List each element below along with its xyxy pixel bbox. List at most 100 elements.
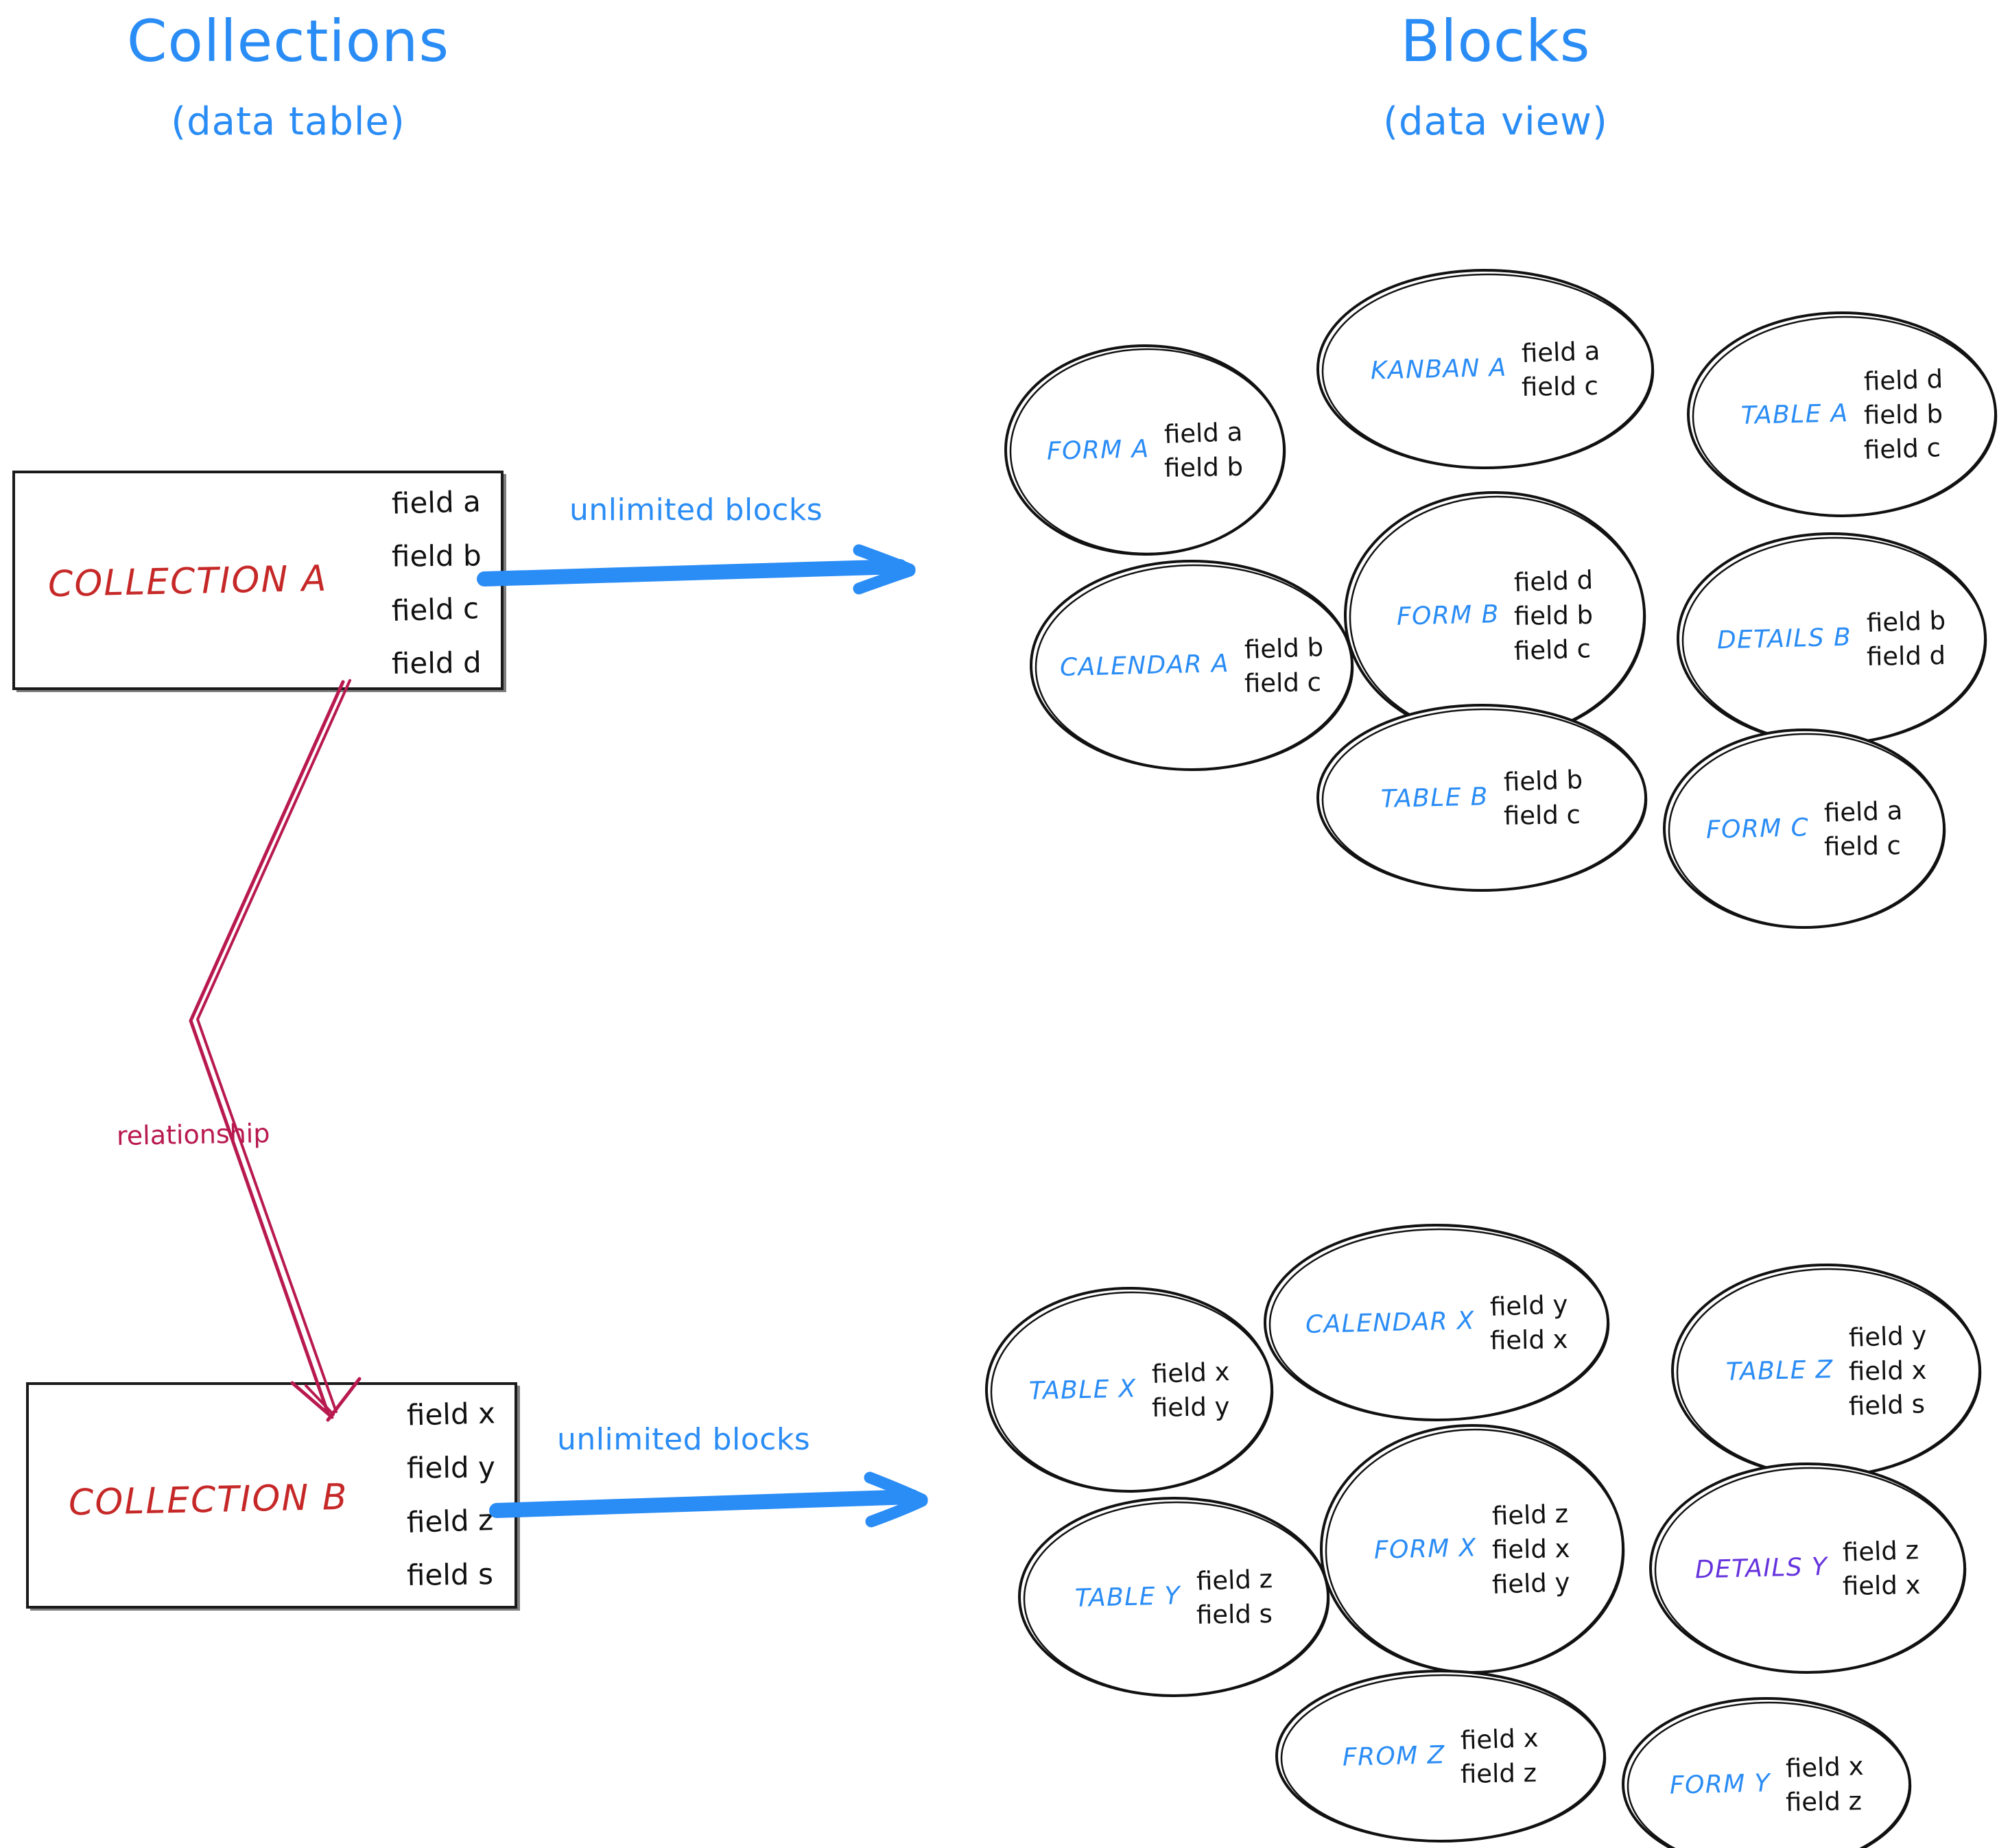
- collection-b-field: field s: [406, 1557, 494, 1593]
- block-details-b[interactable]: DETAILS B field b field d: [1674, 530, 1989, 748]
- block-details-b-field-list: field b field d: [1866, 600, 1947, 678]
- block-table-z[interactable]: TABLE Z field y field x field s: [1668, 1261, 1984, 1480]
- block-form-c-label: FORM C: [1705, 813, 1810, 844]
- block-field: field x: [1785, 1751, 1864, 1784]
- block-field: field z: [1460, 1757, 1537, 1789]
- block-field: field b: [1866, 605, 1947, 638]
- arrow-top-label: unlimited blocks: [569, 493, 823, 528]
- ellipse-outline: [1316, 704, 1648, 892]
- block-field: field a: [1521, 335, 1601, 368]
- ellipse-outline: [1275, 1670, 1607, 1843]
- collection-b-name: COLLECTION B: [68, 1476, 349, 1524]
- ellipse-outline: [1687, 311, 1998, 517]
- collection-a-field: field b: [392, 538, 482, 573]
- block-field: field x: [1150, 1356, 1230, 1389]
- ellipse-outline: [1018, 1497, 1330, 1697]
- block-form-y[interactable]: FORM Y field x field z: [1619, 1694, 1914, 1848]
- block-table-b-label: TABLE B: [1380, 782, 1489, 814]
- block-from-z-label: FROM Z: [1342, 1740, 1446, 1772]
- block-kanban-a-field-list: field a field c: [1521, 331, 1601, 408]
- block-field: field b: [1513, 600, 1594, 631]
- block-field: field b: [1244, 632, 1324, 665]
- block-form-y-field-list: field x field z: [1785, 1746, 1864, 1823]
- block-table-z-label: TABLE Z: [1725, 1355, 1834, 1386]
- block-field: field d: [1863, 364, 1943, 396]
- block-field: field z: [1491, 1498, 1569, 1531]
- block-field: field x: [1489, 1324, 1568, 1355]
- block-field: field c: [1823, 830, 1902, 862]
- block-details-y[interactable]: DETAILS Y field z field x: [1646, 1460, 1969, 1677]
- block-table-y[interactable]: TABLE Y field z field s: [1015, 1494, 1332, 1700]
- block-field: field b: [1503, 764, 1583, 797]
- collection-b-field: field y: [406, 1450, 496, 1485]
- block-form-x[interactable]: FORM X field z field x field y: [1317, 1421, 1627, 1677]
- block-field: field z: [1842, 1535, 1919, 1567]
- block-field: field s: [1847, 1388, 1926, 1421]
- block-calendar-a[interactable]: CALENDAR A field b field c: [1027, 557, 1356, 774]
- ellipse-outline: [1649, 1462, 1967, 1674]
- collection-a-box[interactable]: COLLECTION A field a field b field c fie…: [12, 471, 504, 690]
- block-field: field y: [1847, 1320, 1927, 1353]
- block-from-z-field-list: field x field z: [1460, 1718, 1539, 1795]
- block-field: field x: [1842, 1569, 1921, 1601]
- block-field: field a: [1823, 795, 1903, 828]
- block-table-b[interactable]: TABLE B field b field c: [1314, 701, 1650, 895]
- block-form-a-label: FORM A: [1046, 434, 1150, 466]
- unlimited-blocks-arrow-bottom: [489, 1471, 928, 1528]
- block-field: field c: [1503, 799, 1581, 831]
- block-details-y-field-list: field z field x: [1842, 1530, 1921, 1607]
- block-field: field x: [1460, 1722, 1539, 1755]
- block-field: field c: [1521, 370, 1599, 402]
- block-field: field d: [1867, 640, 1946, 672]
- block-field: field y: [1151, 1391, 1230, 1423]
- ellipse-outline: [1030, 560, 1354, 771]
- block-form-b-label: FORM B: [1396, 600, 1500, 631]
- block-field: field s: [1196, 1598, 1273, 1630]
- block-table-y-label: TABLE Y: [1074, 1581, 1181, 1613]
- block-field: field b: [1163, 451, 1244, 483]
- block-field: field y: [1489, 1289, 1568, 1322]
- collection-a-field-list: field a field b field c field d: [391, 484, 482, 702]
- collection-a-field: field a: [391, 484, 482, 521]
- block-table-x-label: TABLE X: [1028, 1374, 1137, 1406]
- block-kanban-a-label: KANBAN A: [1370, 353, 1507, 385]
- block-calendar-x[interactable]: CALENDAR X field y field x: [1261, 1221, 1612, 1424]
- arrow-bottom-label: unlimited blocks: [557, 1422, 811, 1457]
- relationship-label: relationship: [116, 1118, 270, 1151]
- page-title-collections: Collections: [126, 8, 450, 75]
- block-from-z[interactable]: FROM Z field x field z: [1273, 1667, 1609, 1845]
- ellipse-outline: [1622, 1697, 1912, 1848]
- ellipse-outline: [1663, 728, 1946, 929]
- relationship-connector: [189, 679, 362, 1422]
- block-form-y-label: FORM Y: [1669, 1768, 1771, 1800]
- block-calendar-x-field-list: field y field x: [1489, 1284, 1568, 1362]
- block-field: field b: [1863, 399, 1943, 430]
- block-field: field c: [1863, 432, 1941, 465]
- block-field: field z: [1195, 1563, 1273, 1596]
- page-subtitle-collections: (data table): [171, 99, 405, 144]
- ellipse-outline: [1316, 269, 1655, 469]
- block-table-x-field-list: field x field y: [1150, 1351, 1230, 1429]
- block-form-a[interactable]: FORM A field a field b: [1002, 342, 1288, 558]
- block-form-b-field-list: field d field b field c: [1513, 560, 1594, 672]
- block-kanban-a[interactable]: KANBAN A field a field c: [1314, 266, 1657, 472]
- block-table-x[interactable]: TABLE X field x field y: [982, 1284, 1276, 1495]
- block-calendar-a-field-list: field b field c: [1244, 627, 1324, 704]
- collection-b-box[interactable]: COLLECTION B field x field y field z fie…: [26, 1382, 517, 1609]
- block-table-y-field-list: field z field s: [1196, 1559, 1273, 1636]
- collection-b-field-list: field x field y field z field s: [406, 1396, 496, 1614]
- block-table-b-field-list: field b field c: [1503, 759, 1583, 837]
- ellipse-outline: [1004, 344, 1286, 556]
- block-field: field y: [1491, 1567, 1571, 1600]
- unlimited-blocks-arrow-top: [477, 544, 916, 595]
- block-table-a[interactable]: TABLE A field d field b field c: [1684, 309, 2000, 520]
- block-field: field c: [1513, 633, 1592, 666]
- ellipse-outline: [1264, 1224, 1610, 1421]
- block-form-c[interactable]: FORM C field a field c: [1660, 726, 1948, 932]
- collection-a-name: COLLECTION A: [47, 558, 328, 606]
- block-form-c-field-list: field a field c: [1823, 790, 1903, 868]
- page-title-blocks: Blocks: [1400, 8, 1591, 75]
- block-details-b-label: DETAILS B: [1716, 623, 1852, 654]
- block-table-z-field-list: field y field x field s: [1847, 1315, 1927, 1427]
